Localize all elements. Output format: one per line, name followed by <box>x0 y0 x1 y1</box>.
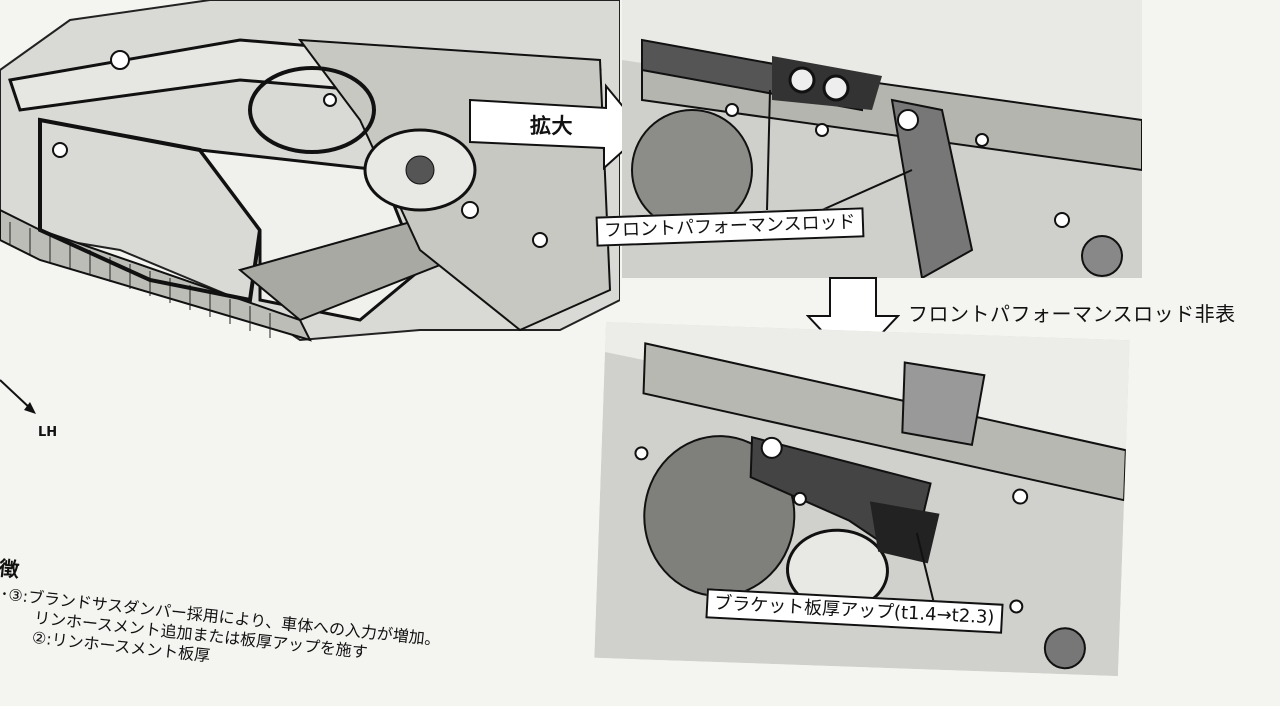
rod-not-used-text: フロントパフォーマンスロッド非 <box>908 302 1216 326</box>
direction-label: LH <box>38 425 58 440</box>
front-body-structure-svg <box>0 0 620 440</box>
rod-not-used-tail: 表 <box>1215 302 1236 326</box>
detail-highlight-circle <box>248 66 376 154</box>
enlarge-label: 拡大 <box>530 114 573 138</box>
notes-section: 徴 ･③:ブランドサスダンパー採用により、車体への入力が増加。 リンホースメント… <box>0 556 597 665</box>
rod-not-used-label: フロントパフォーマンスロッド非表 <box>908 298 1236 327</box>
detail-photo-without-rod <box>594 322 1130 677</box>
front-body-structure-drawing <box>0 0 620 440</box>
detail-photo-without-rod-svg <box>594 322 1130 677</box>
notes-heading: 徴 <box>0 556 21 582</box>
document-page: LH 拡大 フロントパフォーマンス <box>0 0 1236 677</box>
